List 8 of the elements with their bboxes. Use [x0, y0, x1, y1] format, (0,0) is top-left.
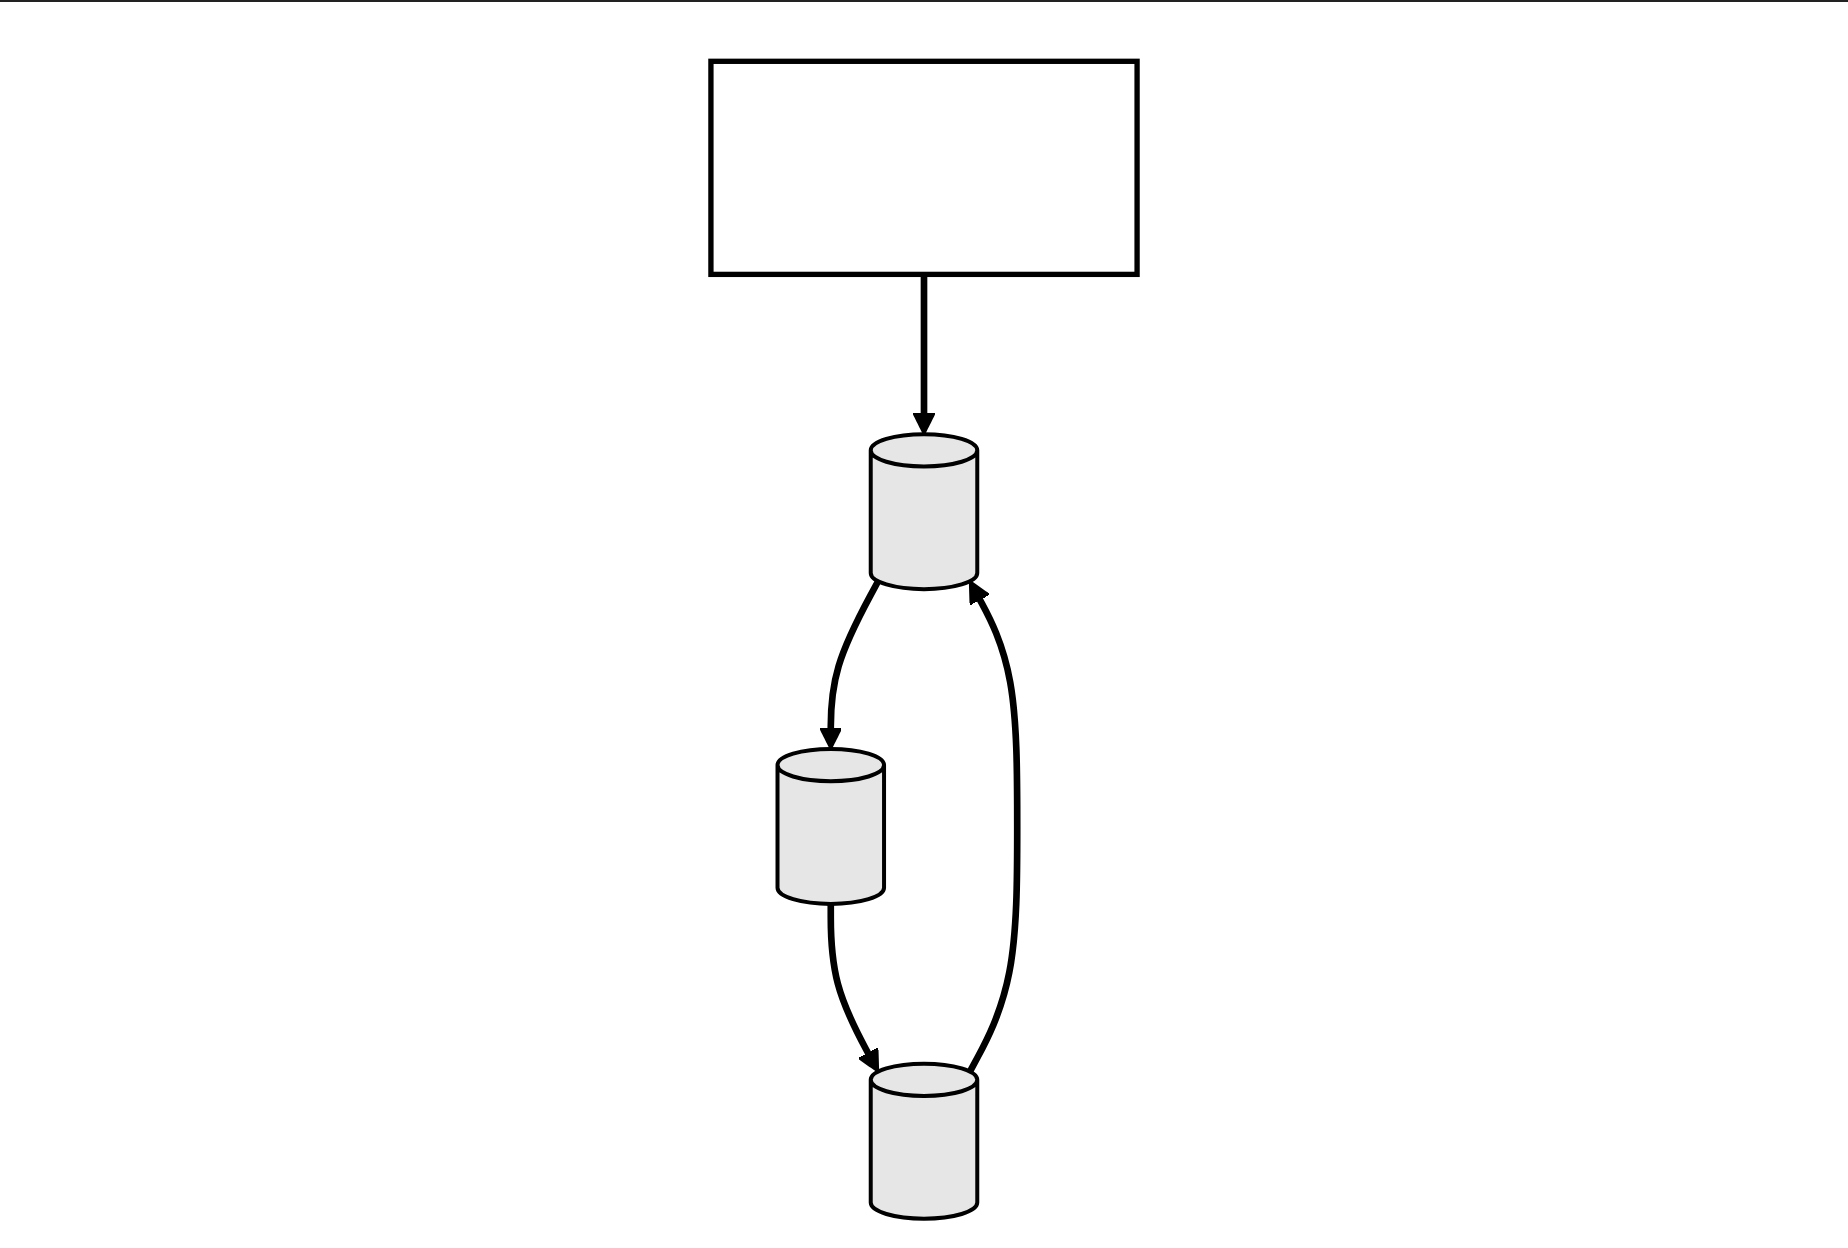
node-cylinder	[868, 432, 980, 592]
arrow	[912, 274, 936, 436]
node-cylinder	[775, 747, 887, 906]
node-box	[708, 58, 1140, 278]
node-cylinder	[868, 1061, 980, 1221]
arrow	[966, 580, 1021, 1074]
arrow	[819, 579, 882, 750]
arrow	[827, 903, 880, 1073]
